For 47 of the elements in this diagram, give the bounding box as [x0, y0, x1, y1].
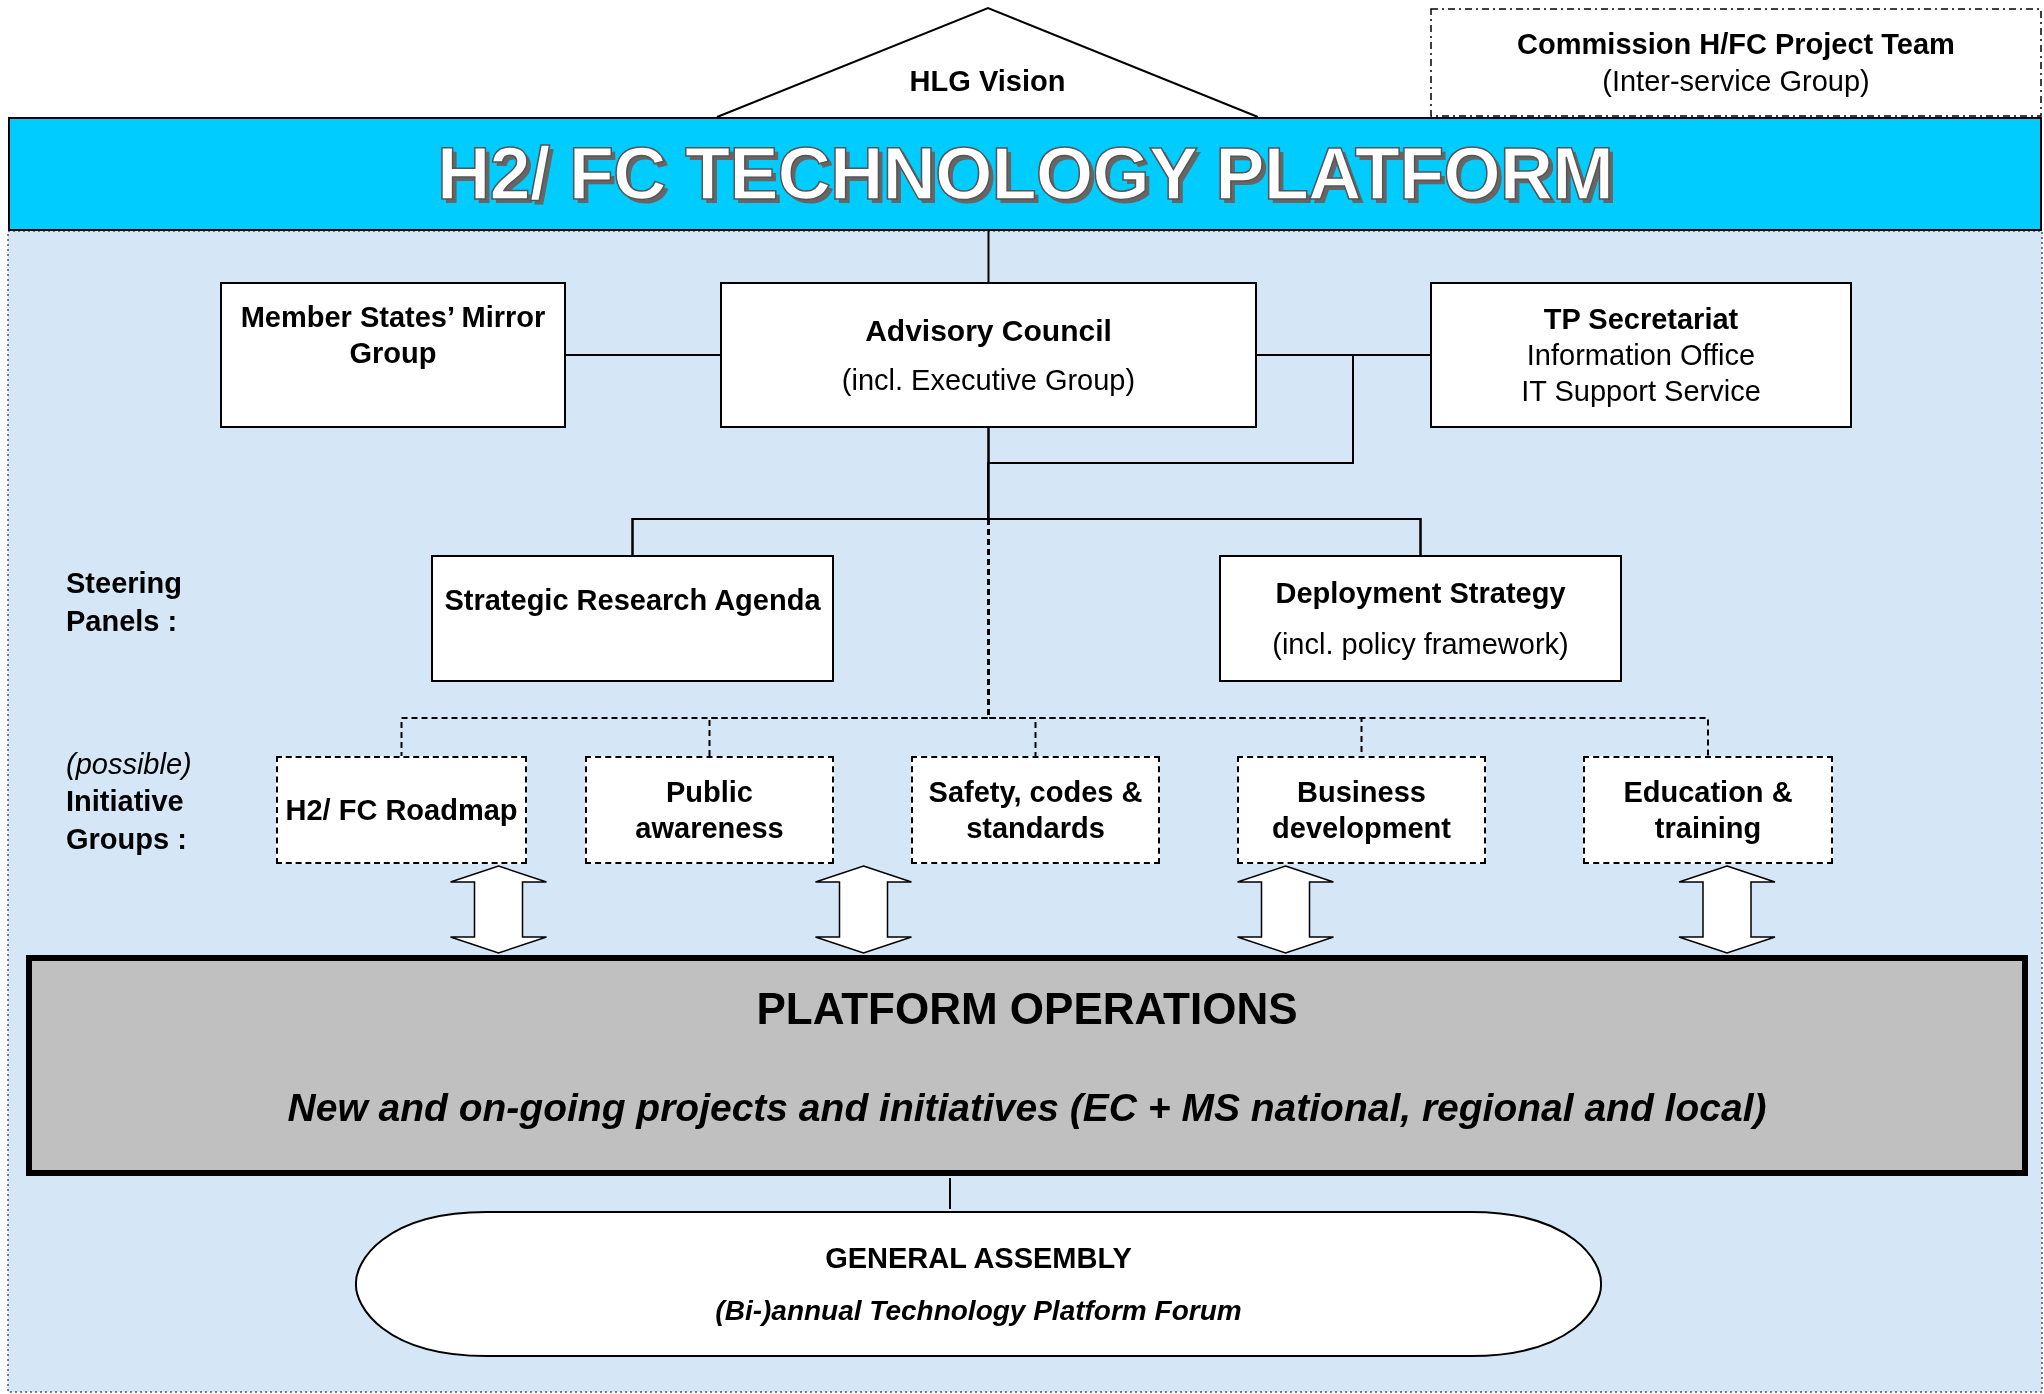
node-title: Public awareness — [634, 774, 785, 846]
node-title: H2/ FC TECHNOLOGY PLATFORM — [437, 130, 1613, 217]
team-box — [1430, 8, 2042, 117]
initiative-box — [585, 756, 834, 864]
node-title: Deployment Strategy — [1275, 576, 1566, 612]
node-title: Commission H/FC Project Team — [1517, 27, 1955, 63]
operations-box — [26, 955, 2028, 1176]
initiative-box — [911, 756, 1160, 864]
initiative-box — [276, 756, 527, 864]
double-arrow — [1236, 865, 1335, 954]
node-title: HLG Vision — [909, 64, 1066, 100]
node-title: Advisory Council — [865, 313, 1112, 350]
row-label: Initiative Groups : — [66, 784, 188, 857]
node-subtitle: (Inter-service Group) — [1602, 63, 1870, 99]
double-arrow — [814, 865, 913, 954]
double-arrow — [449, 865, 548, 954]
node-subtitle: IT Support Service — [1521, 374, 1761, 410]
initiative-box — [1237, 756, 1486, 864]
node-title: H2/ FC Roadmap — [285, 792, 518, 828]
vision-triangle — [717, 8, 1258, 117]
connector-line — [987, 230, 990, 283]
node-subtitle: (incl. Executive Group) — [841, 362, 1136, 398]
node-title: Business development — [1271, 774, 1452, 846]
node-title: PLATFORM OPERATIONS — [756, 982, 1298, 1035]
connector-line — [987, 518, 1709, 757]
double-arrow — [1678, 865, 1776, 954]
node-subtitle: New and on-going projects and initiatives (EC + MS national, regional and local) — [287, 1084, 1767, 1131]
node-title: Strategic Research Agenda — [444, 583, 821, 619]
panel-box — [431, 555, 834, 682]
connector-line — [565, 354, 721, 356]
secretariat-box — [1430, 282, 1852, 428]
node-subtitle: (incl. policy framework) — [1272, 626, 1569, 662]
node-subtitle: Information Office — [1526, 337, 1756, 373]
council-box — [720, 282, 1257, 428]
node-title: GENERAL ASSEMBLY — [825, 1241, 1132, 1277]
node-title: Member States’ Mirror Group — [239, 299, 547, 371]
node-title: Safety, codes & standards — [927, 774, 1144, 846]
panel-box — [1219, 555, 1622, 682]
connector-line — [949, 1177, 951, 1210]
platform-banner — [8, 117, 2042, 231]
row-label: Steering Panels : — [66, 566, 184, 639]
initiative-box — [1583, 756, 1833, 864]
group-box — [220, 282, 566, 428]
note-label: (possible) — [66, 747, 193, 782]
node-subtitle: (Bi-)annual Technology Platform Forum — [715, 1293, 1242, 1328]
node-title: Education & training — [1622, 774, 1794, 846]
node-title: TP Secretariat — [1543, 301, 1739, 337]
